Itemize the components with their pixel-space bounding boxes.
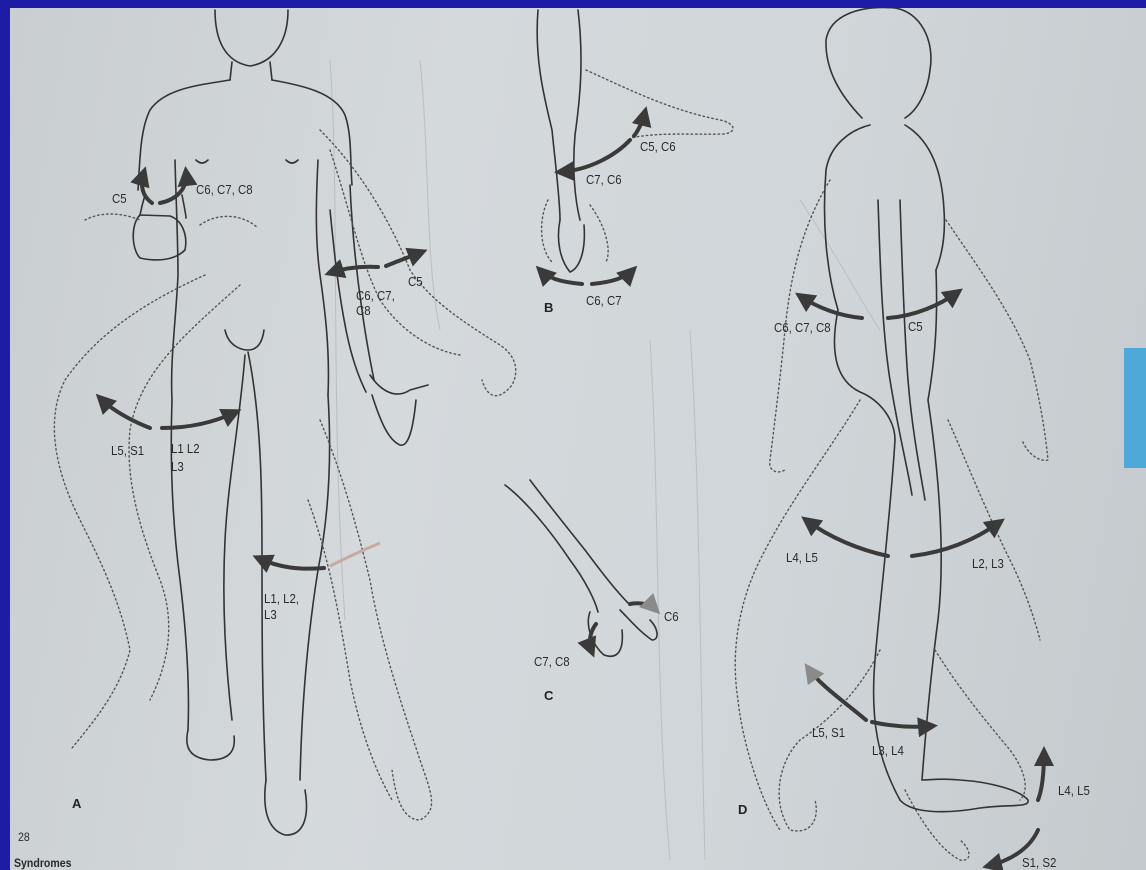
label-c-c6: C6 bbox=[664, 610, 679, 624]
dermatome-figure bbox=[10, 8, 1146, 870]
figure-a-body bbox=[133, 10, 428, 835]
label-c-c7-c8: C7, C8 bbox=[534, 655, 570, 669]
figure-b-arrows bbox=[540, 112, 645, 284]
figure-d-ghost bbox=[735, 180, 1048, 860]
label-a-l5-s1: L5, S1 bbox=[111, 444, 144, 458]
label-d-c6-c7-c8: C6, C7, C8 bbox=[774, 321, 831, 335]
label-d-foot-l4-l5: L4, L5 bbox=[1058, 784, 1090, 798]
page-number: 28 bbox=[18, 830, 30, 844]
label-d-foot-s1-s2: S1, S2 bbox=[1022, 856, 1056, 870]
label-a-c5: C5 bbox=[112, 192, 127, 206]
label-a-thigh-line1: L1 L2 bbox=[171, 442, 200, 456]
book-tab-marker bbox=[1124, 348, 1146, 468]
panel-label-a: A bbox=[72, 796, 81, 811]
label-b-c5-c6: C5, C6 bbox=[640, 140, 676, 154]
label-a-forearm-line1: C6, C7, bbox=[356, 289, 395, 303]
panel-label-b: B bbox=[544, 300, 553, 315]
figure-c-body bbox=[505, 480, 657, 656]
label-b-c6-c7: C6, C7 bbox=[586, 294, 622, 308]
label-a-c5-arm: C5 bbox=[408, 275, 423, 289]
label-a-forearm-line2: C8 bbox=[356, 304, 371, 318]
figure-b-body bbox=[537, 10, 733, 272]
label-d-l3-l4: L3, L4 bbox=[872, 744, 904, 758]
figure-a-ghost bbox=[54, 130, 515, 820]
panel-label-c: C bbox=[544, 688, 553, 703]
label-b-c7-c6: C7, C6 bbox=[586, 173, 622, 187]
label-d-l4-l5: L4, L5 bbox=[786, 551, 818, 565]
label-a-knee-line2: L3 bbox=[264, 608, 277, 622]
label-d-l2-l3: L2, L3 bbox=[972, 557, 1004, 571]
panel-label-d: D bbox=[738, 802, 747, 817]
label-d-c5: C5 bbox=[908, 320, 923, 334]
figure-c-arrows bbox=[590, 603, 656, 652]
figure-d-body bbox=[825, 8, 1029, 812]
label-d-l5-s1: L5, S1 bbox=[812, 726, 845, 740]
label-a-knee-line1: L1, L2, bbox=[264, 592, 299, 606]
label-a-c6-c7-c8: C6, C7, C8 bbox=[196, 183, 253, 197]
footer-fragment: Syndromes bbox=[14, 856, 72, 870]
label-a-thigh-line2: L3 bbox=[171, 460, 184, 474]
book-page: A B C D C5 C6, C7, C8 C6, C7, C8 C5 L5, … bbox=[10, 8, 1146, 870]
